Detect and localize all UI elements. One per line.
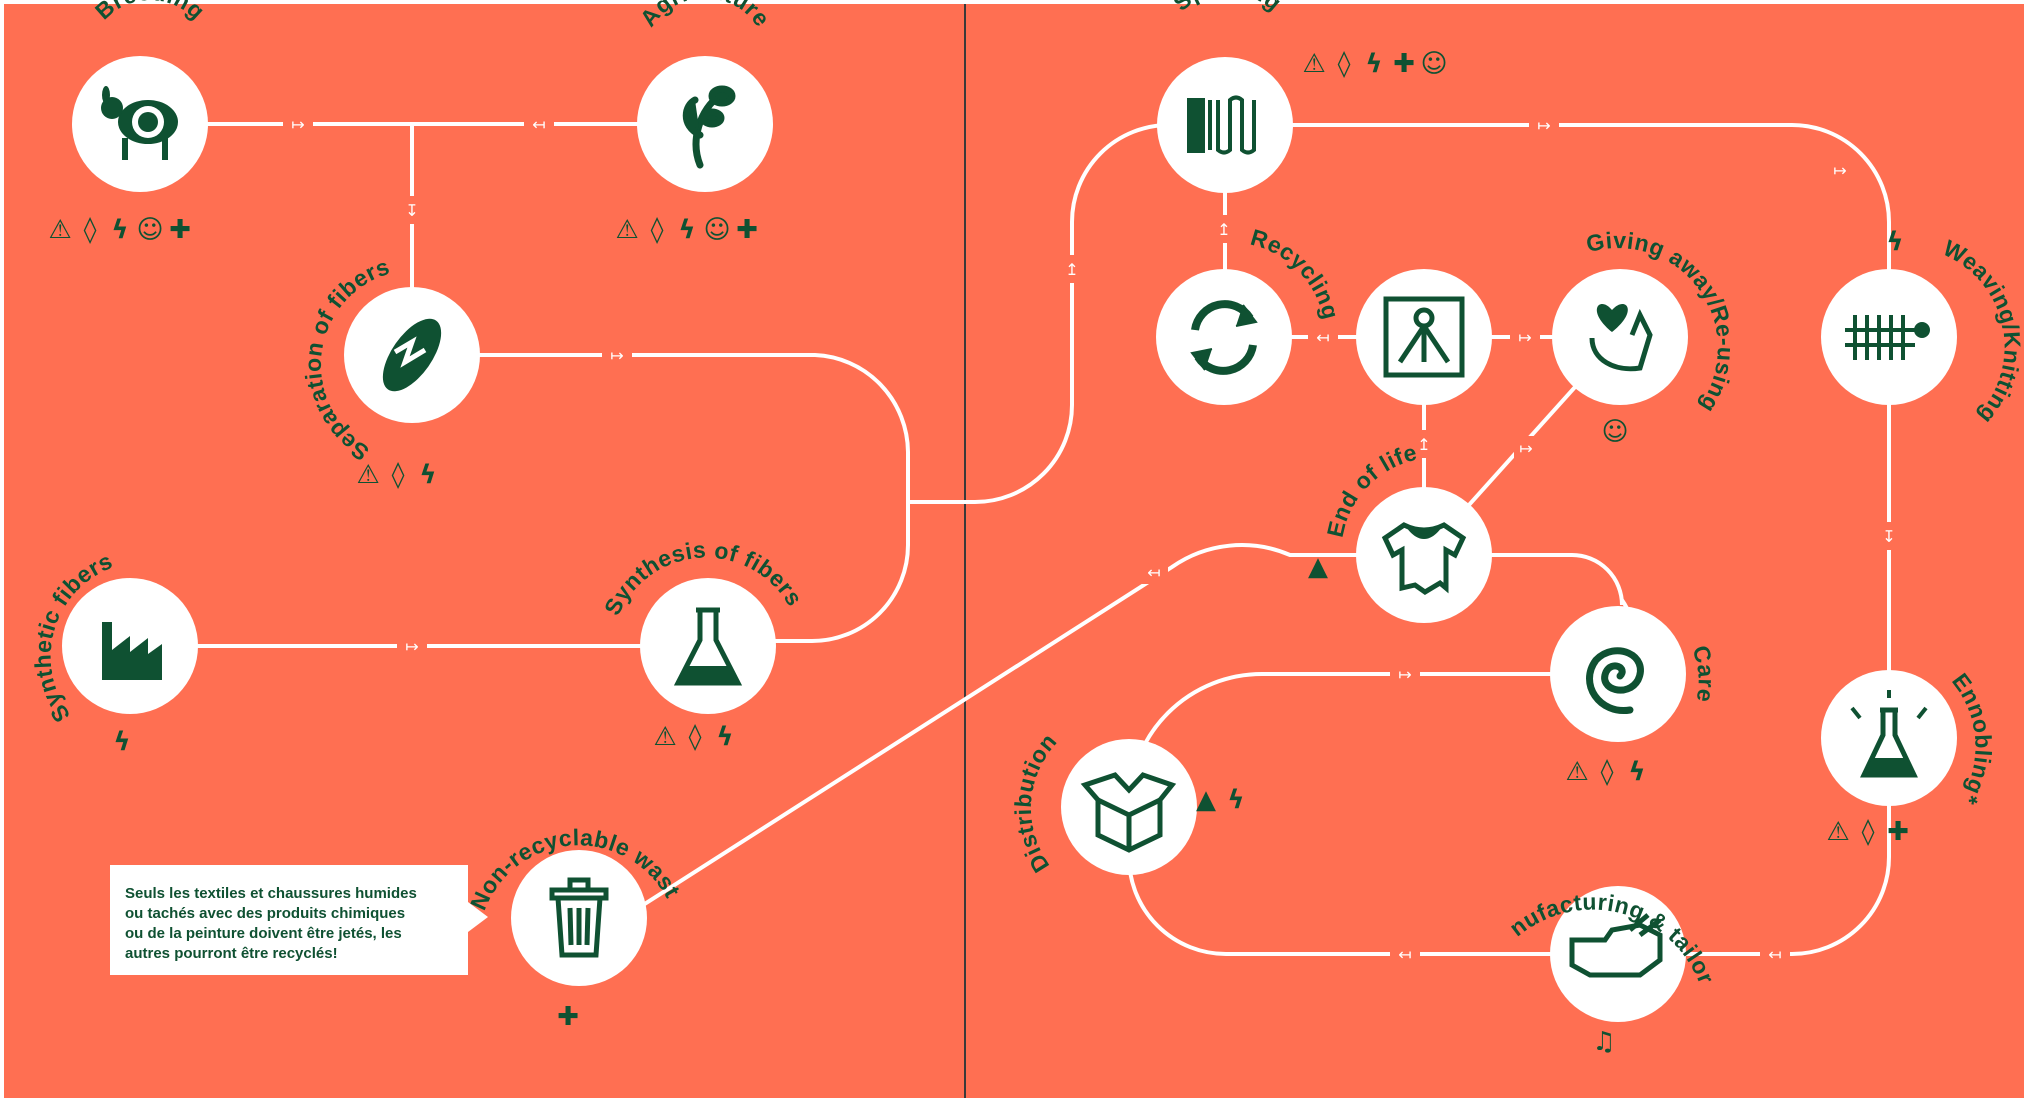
node-agriculture: Agriculture — [635, 0, 775, 192]
lightning-icon: ϟ — [1886, 227, 1903, 257]
arrow-right-icon: ↦ — [1518, 328, 1531, 347]
line-ennobling-manufacturing — [1638, 738, 1891, 956]
node-weaving: Weaving/Knitting — [1821, 235, 2025, 429]
arrow-markers: ↦ ↤ ↧ ↦ ↦ ↥ ↦ ↦ ↧ ↤ ↤ ↦ ↤ ↥ ↤ ↦ ↥ ↦ — [283, 114, 1899, 964]
water-drop-icon: ◊ — [651, 215, 664, 245]
health-cross-icon: ✚ — [557, 1002, 579, 1032]
lightning-icon: ϟ — [111, 215, 128, 245]
recycle-arrows-icon — [1190, 300, 1258, 375]
recycle-icon: ⚠ — [48, 215, 71, 245]
arrow-down-icon: ↧ — [405, 201, 418, 220]
recycle-icon: ⚠ — [1302, 49, 1325, 79]
water-drop-icon: ◊ — [84, 215, 97, 245]
recycle-icon: ⚠ — [653, 722, 676, 752]
node-ennobling: Ennobling* — [1821, 668, 1996, 809]
arrow-up-icon: ↥ — [1217, 220, 1230, 239]
arrow-diagonal-icon: ↦ — [1833, 161, 1846, 180]
triangle-icon: ▲ — [1308, 552, 1328, 582]
arrow-left-icon: ↤ — [1768, 945, 1781, 964]
fiber-icon — [382, 318, 442, 392]
weave-icon — [1845, 315, 1930, 360]
impact-icons: ⚠◊ϟ☺✚⚠◊ϟ☺✚⚠◊ϟϟ⚠◊ϟ✚⚠◊ϟ✚☺☺ϟ▲⚠◊ϟ▲ϟ⚠◊✚♫ — [48, 49, 1909, 1057]
lightning-icon: ϟ — [113, 727, 130, 757]
health-cross-icon: ✚ — [1393, 49, 1415, 79]
health-cross-icon: ✚ — [169, 215, 191, 245]
sheep-icon — [101, 86, 178, 160]
heart-hand-icon — [1589, 303, 1653, 372]
spool-icon — [1187, 95, 1256, 155]
water-drop-icon: ◊ — [1862, 817, 1875, 847]
arrow-right-icon: ↦ — [1537, 116, 1550, 135]
note-line: autres pourront être recyclés! — [125, 945, 338, 962]
head-icon: ☺ — [136, 215, 163, 245]
arrow-left-icon: ↤ — [1316, 328, 1329, 347]
arrow-down-icon: ↧ — [1882, 527, 1895, 546]
sprout-icon — [682, 85, 736, 169]
line-spinning-weaving — [1225, 123, 1891, 337]
health-cross-icon: ✚ — [1887, 817, 1909, 847]
arrow-up-icon: ↥ — [1065, 260, 1078, 279]
flask-icon — [673, 607, 743, 686]
head-icon: ☺ — [703, 215, 730, 245]
recycle-icon: ⚠ — [615, 215, 638, 245]
factory-icon — [102, 622, 162, 680]
water-drop-icon: ◊ — [392, 460, 405, 490]
water-drop-icon: ◊ — [1601, 757, 1614, 787]
arrow-right-icon: ↦ — [405, 637, 418, 656]
health-cross-icon: ✚ — [736, 215, 758, 245]
arrow-right-icon: ↦ — [610, 346, 623, 365]
note-line: ou de la peinture doivent être jetés, le… — [125, 925, 402, 942]
lightning-icon: ϟ — [419, 460, 436, 490]
torn-shirt-icon — [1381, 522, 1467, 595]
spiral-icon — [1586, 647, 1644, 714]
lightning-icon: ϟ — [678, 215, 695, 245]
lightning-icon: ϟ — [716, 722, 733, 752]
lightning-icon: ϟ — [1227, 785, 1244, 815]
recycle-icon: ⚠ — [1565, 757, 1588, 787]
lightning-icon: ϟ — [1365, 49, 1382, 79]
arrow-left-icon: ↤ — [532, 115, 545, 134]
trash-icon — [549, 877, 609, 958]
arrow-right-icon: ↦ — [291, 115, 304, 134]
water-drop-icon: ◊ — [689, 722, 702, 752]
note-line: ou tachés avec des produits chimiques — [125, 905, 405, 922]
triangle-icon: ▲ — [1196, 785, 1216, 815]
recycle-icon: ⚠ — [356, 460, 379, 490]
flask-spark-icon — [1850, 690, 1928, 778]
arrow-left-icon: ↤ — [1147, 563, 1160, 582]
bell-icon: ♫ — [1592, 1027, 1615, 1057]
line-separation-synthesis — [412, 353, 910, 644]
hand-icon — [1569, 913, 1663, 978]
note-callout: Seuls les textiles et chaussures humides… — [110, 865, 488, 975]
node-sorting — [1356, 269, 1492, 405]
arrow-diagonal-icon: ↦ — [1519, 439, 1532, 458]
arrow-right-icon: ↦ — [1398, 665, 1411, 684]
line-to-spinning — [908, 123, 1225, 504]
sorting-icon — [1383, 296, 1465, 378]
lightning-icon: ϟ — [1628, 757, 1645, 787]
node-breeding: Breeding — [72, 0, 210, 192]
arrow-up-icon: ↥ — [1417, 435, 1430, 454]
note-line: Seuls les textiles et chaussures humides — [125, 885, 417, 902]
head-icon: ☺ — [1601, 417, 1628, 447]
head-icon: ☺ — [1420, 49, 1447, 79]
line-endoflife-waste — [566, 543, 1424, 955]
arrow-left-icon: ↤ — [1398, 945, 1411, 964]
water-drop-icon: ◊ — [1338, 49, 1351, 79]
box-icon — [1080, 772, 1177, 853]
recycle-icon: ⚠ — [1826, 817, 1849, 847]
